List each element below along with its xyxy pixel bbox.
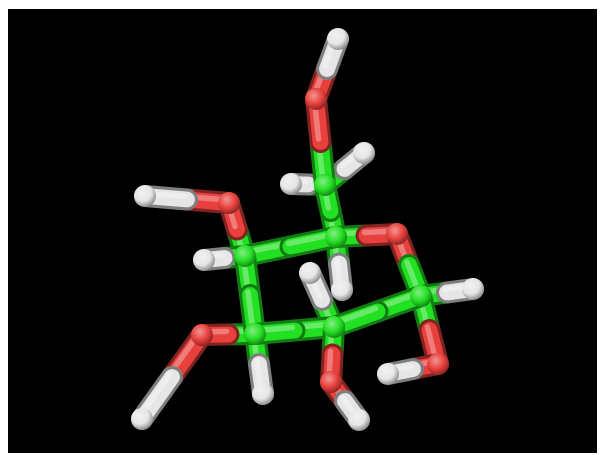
atom-hydrogen-h5[interactable]: [377, 363, 399, 385]
atom-carbon-c2[interactable]: [325, 226, 347, 248]
atom-carbon-c6[interactable]: [314, 174, 336, 196]
molecule-render[interactable]: [8, 9, 597, 453]
atom-carbon-c3[interactable]: [410, 285, 432, 307]
atom-hydrogen-h6[interactable]: [462, 278, 484, 300]
atom-carbon-c1[interactable]: [234, 245, 256, 267]
atom-oxygen-o2[interactable]: [218, 192, 240, 214]
atom-oxygen-o1[interactable]: [386, 223, 408, 245]
atom-hydrogen-h2[interactable]: [134, 185, 156, 207]
atom-hydrogen-h1[interactable]: [327, 28, 349, 50]
atom-hydrogen-h12[interactable]: [331, 279, 353, 301]
atom-oxygen-o6[interactable]: [305, 88, 327, 110]
atom-oxygen-o4[interactable]: [320, 371, 342, 393]
atom-hydrogen-h11[interactable]: [280, 173, 302, 195]
atom-hydrogen-h10[interactable]: [353, 142, 375, 164]
atom-oxygen-o5[interactable]: [427, 353, 449, 375]
atom-hydrogen-h8[interactable]: [299, 262, 321, 284]
atom-hydrogen-h7[interactable]: [193, 249, 215, 271]
atom-carbon-c5[interactable]: [244, 323, 266, 345]
atom-carbon-c4[interactable]: [323, 316, 345, 338]
atom-hydrogen-h3[interactable]: [131, 408, 153, 430]
molecule-viewer[interactable]: [8, 9, 597, 453]
atom-hydrogen-h4[interactable]: [348, 409, 370, 431]
atom-oxygen-o3[interactable]: [191, 324, 213, 346]
atom-hydrogen-h9[interactable]: [252, 383, 274, 405]
